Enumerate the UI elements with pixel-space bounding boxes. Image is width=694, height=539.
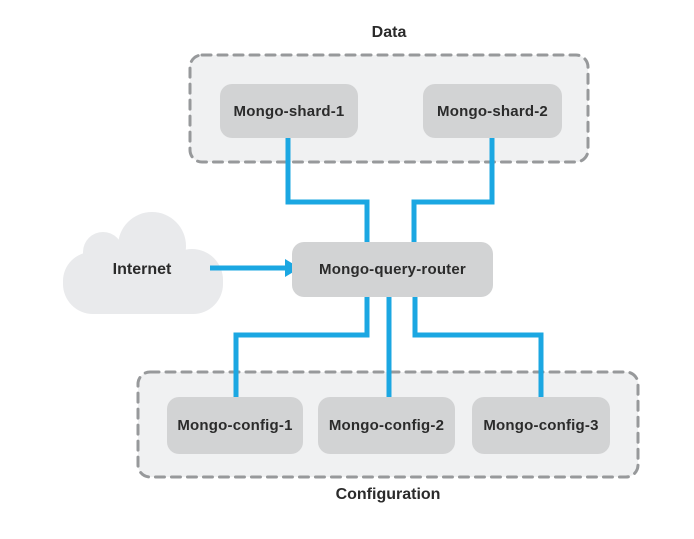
node-mongo-shard-1: Mongo-shard-1 bbox=[220, 84, 358, 138]
node-mongo-query-router-label: Mongo-query-router bbox=[319, 261, 466, 278]
node-mongo-config-1-label: Mongo-config-1 bbox=[177, 417, 293, 434]
configuration-group-label: Configuration bbox=[335, 486, 441, 503]
node-mongo-config-3: Mongo-config-3 bbox=[472, 397, 610, 454]
connector-shard2-to-router bbox=[411, 137, 495, 245]
node-mongo-shard-2-label: Mongo-shard-2 bbox=[437, 102, 548, 120]
data-group-label: Data bbox=[371, 24, 407, 41]
internet-label: Internet bbox=[112, 261, 172, 278]
node-mongo-shard-1-label: Mongo-shard-1 bbox=[233, 102, 345, 120]
internet-cloud-icon bbox=[63, 212, 223, 314]
connector-router-to-config3 bbox=[412, 294, 544, 400]
node-mongo-config-2-label: Mongo-config-2 bbox=[328, 417, 445, 434]
node-mongo-shard-2: Mongo-shard-2 bbox=[423, 84, 562, 138]
node-mongo-config-2: Mongo-config-2 bbox=[318, 397, 455, 454]
node-mongo-config-3-label: Mongo-config-3 bbox=[483, 417, 599, 434]
arrow-internet-to-router bbox=[210, 259, 300, 277]
node-mongo-config-1: Mongo-config-1 bbox=[167, 397, 303, 454]
node-mongo-query-router: Mongo-query-router bbox=[292, 242, 493, 297]
connector-shard1-to-router bbox=[285, 137, 370, 245]
connector-router-to-config1 bbox=[233, 294, 370, 400]
